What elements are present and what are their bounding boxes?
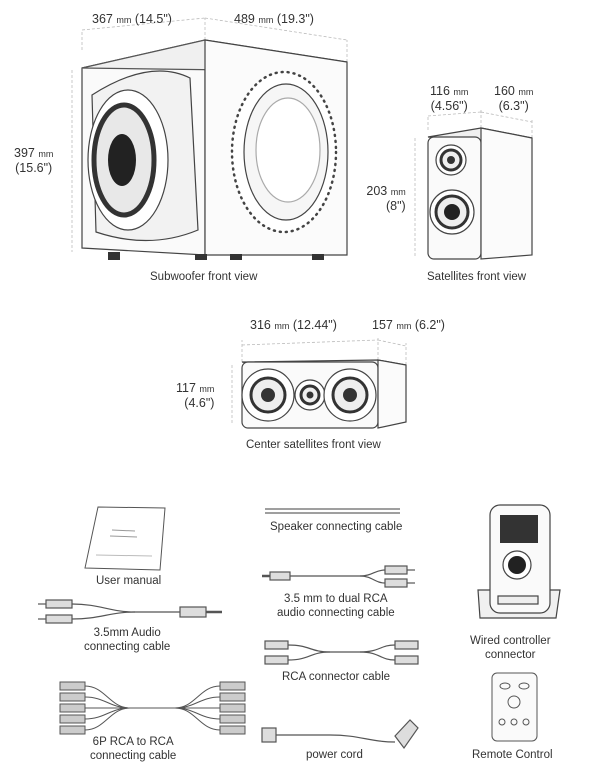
remote-control-caption: Remote Control: [472, 749, 553, 761]
rca-connector-cable-drawing: [264, 640, 419, 665]
audio-35-caption-line2: connecting cable: [84, 641, 171, 653]
sat-height-inch: (8"): [386, 199, 406, 213]
speaker-cable-caption: Speaker connecting cable: [270, 521, 403, 533]
sat-width-inch: (4.56"): [430, 99, 468, 113]
center-width-unit: mm: [274, 321, 290, 331]
speaker-cable-drawing: [265, 508, 400, 514]
sat-depth-dimension: 160 mm (6.3"): [494, 84, 533, 113]
center-height-unit: mm: [199, 384, 215, 394]
subwoofer-drawing: [71, 17, 348, 260]
wired-controller-caption-line2: connector: [485, 649, 536, 661]
center-height-value: 117: [176, 381, 196, 395]
audio-35-caption-line1: 3.5mm Audio: [93, 627, 161, 639]
center-width-value: 316: [250, 318, 271, 332]
sub-width-unit: mm: [116, 15, 132, 25]
sub-depth-inch: (19.3"): [276, 12, 314, 26]
power-cord-caption: power cord: [306, 749, 363, 761]
center-height-inch: (4.6"): [184, 396, 215, 410]
audio-35-cable-drawing: [38, 599, 222, 624]
center-height-dimension: 117 mm (4.6"): [176, 381, 214, 410]
sat-width-dimension: 116 mm (4.56"): [430, 84, 468, 113]
center-width-dimension: 316 mm (12.44"): [250, 318, 337, 333]
sub-width-value: 367: [92, 12, 113, 26]
sat-height-value: 203: [366, 184, 388, 198]
dual-rca-cable-drawing: [262, 565, 415, 588]
sat-width-value: 116: [430, 84, 450, 98]
user-manual-caption: User manual: [96, 575, 162, 587]
rca-connector-caption: RCA connector cable: [282, 671, 391, 683]
center-depth-inch: (6.2"): [414, 318, 445, 332]
rca-6p-caption-line2: connecting cable: [90, 750, 177, 762]
sat-depth-inch: (6.3"): [498, 99, 529, 113]
center-depth-value: 157: [372, 318, 393, 332]
sub-height-value: 397: [14, 146, 35, 160]
center-width-inch: (12.44"): [292, 318, 337, 332]
sat-height-unit: mm: [390, 187, 406, 197]
power-cord-drawing: [261, 719, 419, 750]
sub-depth-unit: mm: [258, 15, 274, 25]
center-caption: Center satellites front view: [246, 439, 381, 451]
rca-6p-caption: 6P RCA to RCA connecting cable: [90, 735, 176, 763]
subwoofer-caption: Subwoofer front view: [150, 271, 258, 283]
sub-height-inch: (15.6"): [15, 161, 53, 175]
audio-35-caption: 3.5mm Audio connecting cable: [84, 626, 170, 654]
sub-width-inch: (14.5"): [134, 12, 172, 26]
user-manual-drawing: [84, 506, 166, 571]
sat-depth-value: 160: [494, 84, 515, 98]
wired-controller-caption-line1: Wired controller: [470, 635, 551, 647]
rca-6p-caption-line1: 6P RCA to RCA: [92, 736, 174, 748]
satellite-drawing: [414, 110, 533, 260]
dual-rca-caption: 3.5 mm to dual RCA audio connecting cabl…: [277, 592, 395, 620]
rca-6p-cable-drawing: [59, 681, 246, 735]
sub-height-unit: mm: [38, 149, 54, 159]
dual-rca-caption-line1: 3.5 mm to dual RCA: [284, 593, 388, 605]
wired-controller-caption: Wired controller connector: [470, 634, 551, 662]
wired-controller-drawing: [477, 504, 561, 619]
center-depth-dimension: 157 mm (6.2"): [372, 318, 445, 333]
sat-depth-unit: mm: [518, 87, 534, 97]
remote-control-drawing: [491, 672, 538, 742]
dual-rca-caption-line2: audio connecting cable: [277, 607, 395, 619]
center-speaker-drawing: [231, 338, 407, 429]
center-depth-unit: mm: [396, 321, 412, 331]
sub-width-dimension: 367 mm (14.5"): [92, 12, 172, 27]
sat-width-unit: mm: [453, 87, 469, 97]
sub-depth-value: 489: [234, 12, 255, 26]
sub-height-dimension: 397 mm (15.6"): [14, 146, 53, 175]
satellites-caption: Satellites front view: [427, 271, 527, 283]
sub-depth-dimension: 489 mm (19.3"): [234, 12, 314, 27]
sat-height-dimension: 203 mm (8"): [358, 184, 406, 213]
